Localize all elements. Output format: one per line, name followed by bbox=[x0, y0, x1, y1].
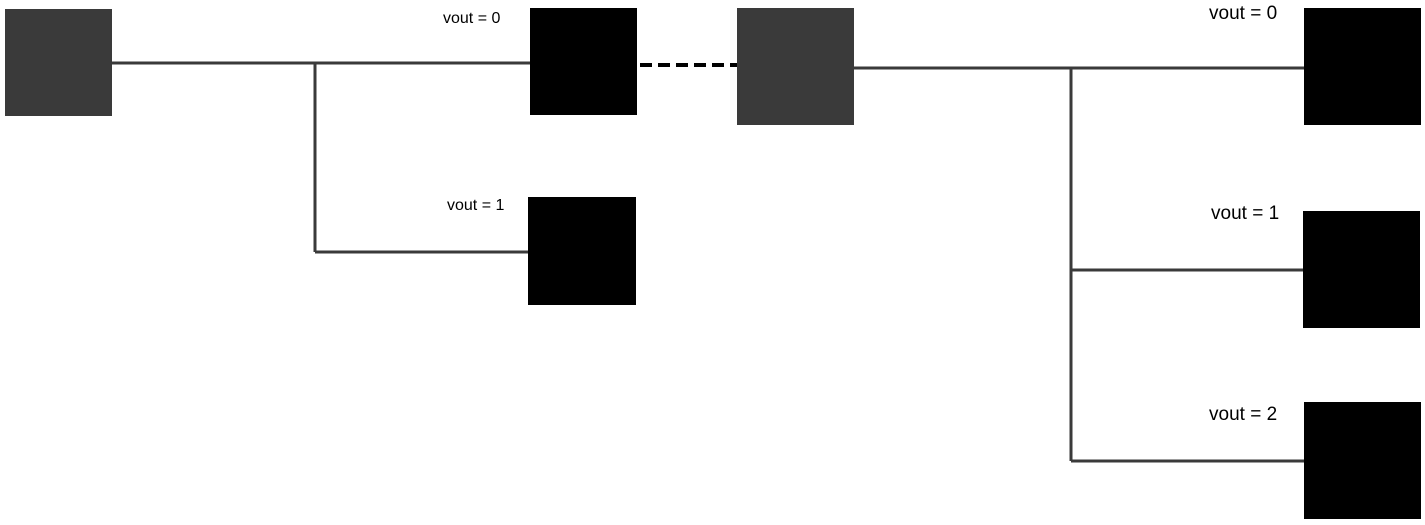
right-output-node-vout2 bbox=[1304, 402, 1421, 519]
left-output-node-vout1 bbox=[528, 197, 636, 305]
right-output-node-vout1 bbox=[1303, 211, 1420, 328]
left-vout1-label: vout = 1 bbox=[447, 197, 505, 214]
right-vout1-label: vout = 1 bbox=[1211, 203, 1280, 224]
right-source-node bbox=[737, 8, 854, 125]
right-vout2-label: vout = 2 bbox=[1209, 404, 1278, 425]
right-vout0-label: vout = 0 bbox=[1209, 3, 1278, 24]
left-vout0-label: vout = 0 bbox=[443, 10, 501, 27]
right-output-node-vout0 bbox=[1304, 8, 1421, 125]
left-output-node-vout0 bbox=[530, 8, 637, 115]
left-source-node bbox=[5, 9, 112, 116]
